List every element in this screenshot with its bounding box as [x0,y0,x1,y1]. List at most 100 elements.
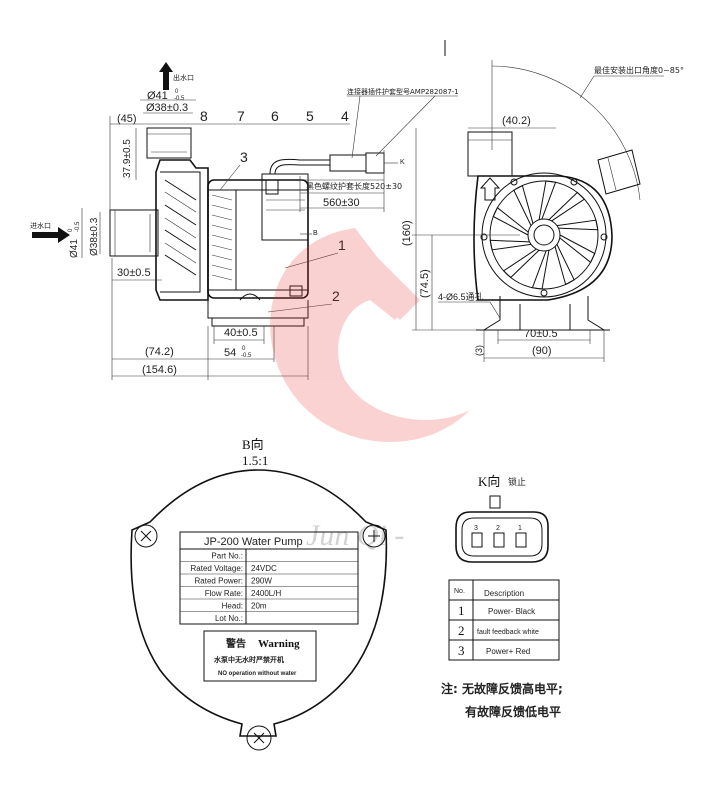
inlet-arrow-icon [32,227,70,243]
view-k-title: K向 [478,474,500,489]
callout-3: 3 [240,149,248,165]
inlet-bore: Ø38±0.3 [89,217,100,256]
pin-3 [471,532,483,548]
connector-note: 连接器插件护套型号AMP282087-1 [347,87,459,96]
side-view: 最佳安装出口角度0~85° (40.2) [401,40,684,362]
impeller-spoke [502,248,540,279]
dim-70: 70±0.5 [524,328,558,340]
watermark-text: Jun Qi - [306,519,404,552]
impeller-spoke [513,184,534,226]
nameplate-row-label: Flow Rate: [205,589,243,598]
pin-1 [515,532,527,548]
note-line-1: 注: 无故障反馈高电平; [441,681,563,696]
impeller-spoke [531,250,550,290]
note-line-2: 有故障反馈低电平 [465,704,561,719]
nameplate-row-label: Head: [222,602,243,611]
dim-74-2: (74.2) [145,346,174,358]
view-b-scale: 1.5:1 [242,453,268,468]
lock-label: 锁止 [508,476,526,488]
callout-2: 2 [332,288,340,304]
warning-en: Warning [258,638,300,650]
outlet-label: 出水口 [173,73,194,82]
part-number-7: 7 [237,108,245,124]
nameplate-row-value: 290W [251,577,272,586]
part-number-8: 8 [200,108,208,124]
outlet-dia: Ø41 [147,90,168,102]
pin-table-no-3: 3 [458,643,465,658]
part-number-6: 6 [271,108,279,124]
dim-154-6: (154.6) [142,364,177,376]
nameplate-row-label: Part No.: [211,552,243,561]
front-view: 出水口 Ø41 0 -0.5 Ø38±0.3 (45) 8 7 6 5 4 37… [30,62,459,380]
impeller-spoke [489,239,532,251]
dim-40-2: (40.2) [502,115,531,127]
pin-table-desc-1: Power- Black [488,607,536,616]
nameplate-title: JP-200 Water Pump [204,536,303,548]
watermark-logo [270,228,470,443]
wire-length-560: 560±30 [323,197,360,209]
dim-40: 40±0.5 [224,327,258,339]
impeller-spoke [492,206,529,236]
impeller-spoke [538,180,557,220]
impeller-spoke [554,244,575,286]
k-label: K [400,159,405,166]
dim-3: (3) [474,345,484,356]
dim-37-9: 37.9±0.5 [122,139,133,178]
pin-table-desc-3: Power+ Red [486,647,530,656]
pin-table-no-1: 1 [458,603,465,618]
wire-note-1: 黑色螺纹护套长度520±30 [306,181,402,191]
inlet-dia-tol-lower: -0.5 [75,221,81,232]
outlet-dia-tol-upper: 0 [175,89,179,95]
outlet-dia-tol-lower: -0.5 [174,96,185,102]
inlet-label: 进水口 [30,221,51,230]
dim-54-tol-lower: -0.5 [241,353,252,359]
view-b: B向 1.5:1 JP-200 Water Pump Part No.: Rate… [130,437,388,751]
dim-45: (45) [117,113,137,125]
pin-table-header-description: Description [484,589,524,598]
dim-54: 54 [224,347,236,359]
hole-note: 4-Ø6.5通孔 [438,292,484,302]
dim-160: (160) [401,220,413,246]
screw-bottom-icon [246,725,272,751]
nameplate-row-value: 2400L/H [251,589,281,598]
nameplate-row-value: 24VDC [251,564,277,573]
warning-line-en: NO operation without water [218,671,297,677]
angle-note: 最佳安装出口角度0~85° [594,65,684,75]
inlet-dia-tol-upper: 0 [68,228,74,232]
nameplate-rows: Part No.: Rated Voltage: 24VDC Rated Power:… [180,552,358,623]
nameplate-row-label: Rated Voltage: [191,564,243,573]
pin-table-header-no: No. [454,588,465,595]
dim-30: 30±0.5 [117,267,151,279]
part-number-4: 4 [341,108,349,124]
outlet-arrow-icon [159,62,173,90]
callout-1: 1 [338,237,346,253]
impeller-spoke [556,219,599,231]
warning-cn: 警告 [225,637,246,650]
b-label: B [313,230,318,237]
logo-mark-icon [270,228,470,443]
screw-top-left-icon [134,524,158,548]
flow-arrow-icon [479,177,501,201]
nameplate-row-label: Rated Power: [195,577,243,586]
impeller-spoke [559,234,596,264]
nameplate-row-label: Lot No.: [215,614,243,623]
pin-label-2: 2 [496,525,500,532]
pin-label-3: 3 [474,525,478,532]
dim-54-tol-upper: 0 [242,346,246,352]
nameplate-row-value: 20m [251,602,267,611]
dim-74-5: (74.5) [419,269,431,298]
impeller-spoke [548,191,586,222]
pin-table-desc-2: fault feedback white [477,629,539,636]
view-k: K向 锁止 3 2 1 No. Description 1 Power- Bla… [441,474,563,719]
dim-90: (90) [532,345,552,357]
pin-2 [493,532,505,548]
part-number-5: 5 [306,108,314,124]
pin-table-no-2: 2 [458,623,465,638]
inlet-dia: Ø41 [69,239,80,258]
pin-label-1: 1 [518,525,522,532]
outlet-bore: Ø38±0.3 [146,102,188,114]
view-b-title: B向 [242,437,264,452]
screw-top-right-icon [362,524,386,548]
warning-line-cn: 水泵中无水时严禁开机 [214,655,284,664]
